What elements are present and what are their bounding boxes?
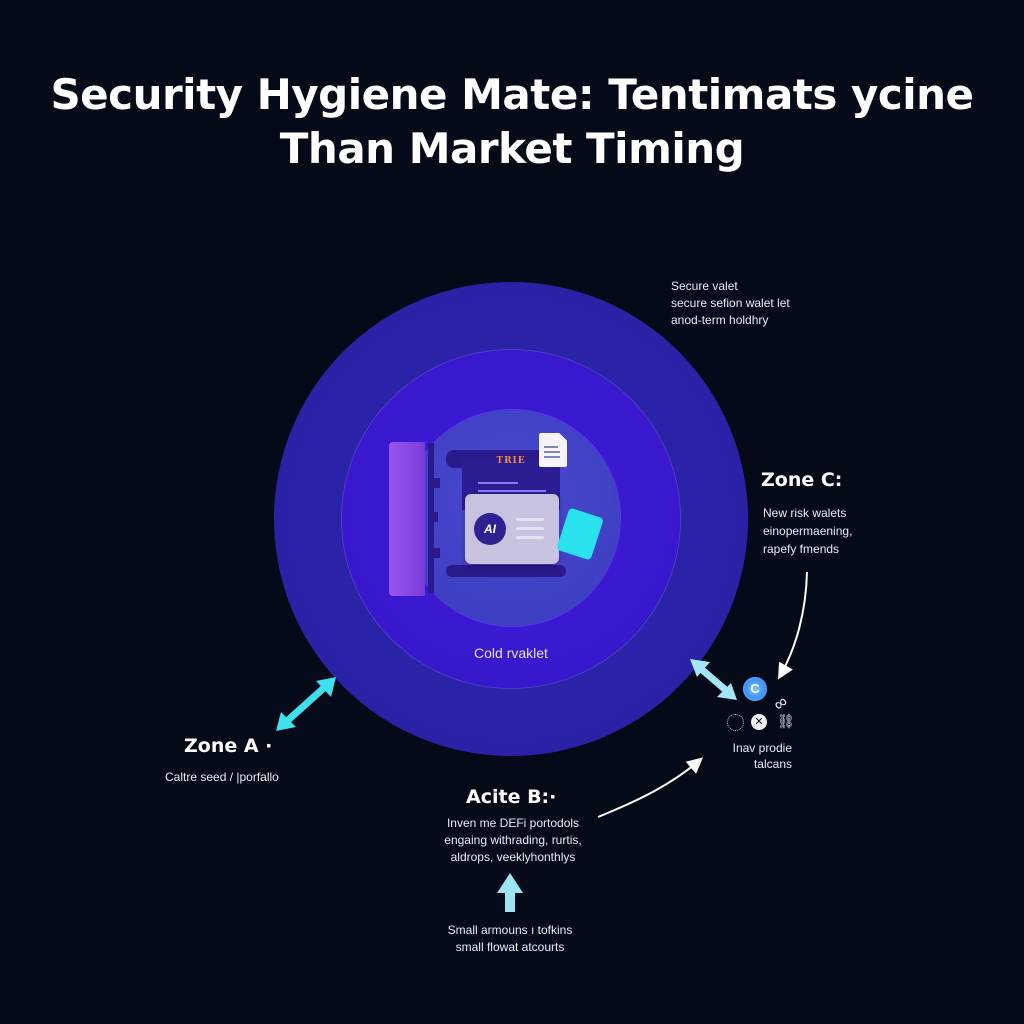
title-line-2: Than Market Timing	[279, 124, 745, 173]
coin-gear-icon: C	[743, 677, 767, 701]
note-line: anod-term holdhry	[671, 313, 769, 327]
cold-wallet-label: Cold rvaklet	[474, 645, 548, 661]
card-line	[516, 527, 544, 530]
card-line	[516, 518, 544, 521]
tools-circle-icon: ✕	[751, 714, 767, 730]
up-arrow-icon	[497, 873, 523, 912]
zone-b-line: Inven me DEFi portodols	[446, 816, 580, 830]
zone-a-double-arrow-icon	[276, 677, 336, 731]
hinge	[432, 478, 440, 488]
document-label: TRIE	[496, 456, 526, 466]
zone-b-heading: Acite B:·	[466, 786, 557, 808]
zone-a-heading: Zone A ·	[184, 735, 273, 757]
zone-a-description: Caltre seed / |porfallo	[165, 770, 279, 784]
hinge	[430, 512, 438, 522]
title-line-1: Security Hygiene Mate: Tentimats ycine	[50, 70, 974, 119]
zone-c-line: einopermaening,	[763, 524, 853, 538]
zone-c-heading: Zone C:	[761, 469, 843, 491]
zone-c-line: rapefy fmends	[763, 542, 840, 556]
note-line: Secure valet	[671, 279, 738, 293]
note-line: secure sefion walet let	[671, 296, 790, 310]
zone-c-description: New risk walets einopermaening, rapefy f…	[763, 504, 852, 558]
chain-link-icon: ⛓	[777, 713, 795, 729]
brain-network-icon	[727, 714, 744, 731]
zone-b-line: aldrops, veeklyhonthlys	[450, 850, 576, 864]
zone-b-line: engaing withrading, rurtis,	[444, 833, 582, 847]
card-line	[516, 536, 544, 539]
paper-document-icon	[539, 433, 567, 467]
zone-c-double-arrow-icon	[690, 659, 737, 700]
curved-arrow-icon	[778, 571, 808, 680]
outer-ring-note: Secure valet secure sefion walet let ano…	[671, 278, 790, 329]
page-title: Security Hygiene Mate: Tentimats ycine T…	[0, 68, 1024, 176]
zone-b-description: Inven me DEFi portodols engaing withradi…	[438, 815, 588, 866]
footer-line: Small armouns ı tofkins	[447, 923, 573, 937]
zone-b-footer: Small armouns ı tofkins small flowat atc…	[430, 922, 590, 956]
paper-line	[544, 456, 560, 458]
footer-line: small flowat atcourts	[455, 940, 565, 954]
document-line	[478, 490, 546, 492]
document-scroll-bottom	[446, 565, 566, 577]
vault-door	[389, 442, 425, 596]
paper-line	[544, 446, 558, 448]
paper-line	[544, 451, 560, 453]
document-line	[478, 482, 518, 484]
zone-c-line: New risk walets	[763, 506, 847, 520]
hinge	[432, 548, 440, 558]
token-label-line: talcans	[753, 757, 792, 771]
card-avatar-icon: AI	[474, 513, 506, 545]
curved-arrow-icon	[597, 757, 704, 818]
token-label-line: Inav prodie	[732, 741, 792, 755]
token-cluster-label: Inav prodie talcans	[722, 740, 792, 772]
